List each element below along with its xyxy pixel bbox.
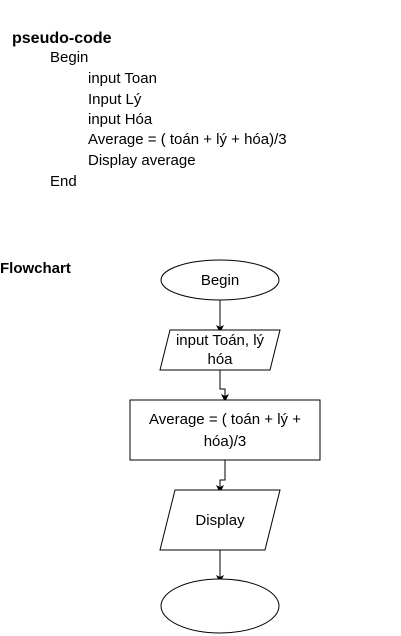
input-node: input Toán, lý hóa bbox=[159, 329, 281, 371]
display-node: Display bbox=[159, 489, 281, 551]
begin-node-label: Begin bbox=[201, 272, 239, 289]
pseudocode-line-average: Average = ( toán + lý + hóa)/3 bbox=[88, 131, 287, 148]
pseudocode-title: pseudo-code bbox=[12, 30, 112, 47]
average-process-node: Average = ( toán + lý + hóa)/3 bbox=[129, 399, 321, 461]
pseudocode-line-end: End bbox=[50, 173, 77, 190]
begin-node: Begin bbox=[160, 259, 280, 301]
pseudocode-line-display: Display average bbox=[88, 152, 196, 169]
input-node-label-line1: input Toán, lý bbox=[176, 332, 265, 349]
pseudocode-line-begin: Begin bbox=[50, 49, 89, 66]
pseudocode-line-input-ly: Input Lý bbox=[88, 91, 142, 108]
pseudocode-line-input-toan: input Toan bbox=[88, 70, 157, 87]
flowchart-title: Flowchart bbox=[0, 260, 71, 277]
input-node-label-line2: hóa bbox=[207, 351, 233, 368]
end-node bbox=[160, 578, 280, 634]
arrow-input-to-process bbox=[219, 370, 229, 402]
average-process-label-line1: Average = ( toán + lý + bbox=[149, 411, 301, 428]
arrow-process-to-display bbox=[216, 460, 226, 493]
pseudocode-line-input-hoa: input Hóa bbox=[88, 111, 153, 128]
display-node-label: Display bbox=[195, 512, 245, 529]
average-process-label-line2: hóa)/3 bbox=[204, 433, 247, 450]
